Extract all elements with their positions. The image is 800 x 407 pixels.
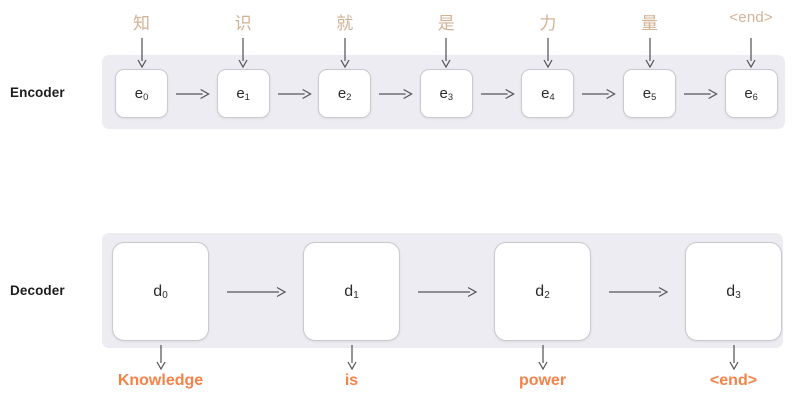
encoder-cell-e6[interactable]: e6 (724, 69, 778, 118)
encoder-input-token-0: 知 (133, 14, 150, 33)
encoder-cell-label: e3 (439, 85, 454, 103)
encoder-cell-e4[interactable]: e4 (521, 69, 575, 118)
decoder-output-word-0: Knowledge (117, 372, 204, 389)
encoder-cell-label: e2 (337, 85, 352, 103)
encoder-cell-label: e5 (642, 85, 657, 103)
encoder-input-token-3: 是 (437, 14, 455, 33)
encoder-input-token-1: 识 (234, 14, 252, 33)
encoder-cell-e1[interactable]: e1 (216, 69, 270, 118)
decoder-cell-d2[interactable]: d2 (494, 242, 591, 341)
encoder-cell-e2[interactable]: e2 (318, 69, 372, 118)
decoder-cell-label: d2 (535, 282, 550, 301)
encoder-cell-e5[interactable]: e5 (623, 69, 676, 118)
encoder-cell-label: e4 (541, 85, 555, 103)
encoder-input-token-6: <end> (729, 9, 773, 26)
decoder-cell-label: d1 (344, 282, 359, 301)
encoder-cell-e0[interactable]: e0 (115, 69, 168, 118)
decoder-output-arrow-down-icon-0 (154, 345, 168, 371)
encoder-input-token-5: 量 (641, 14, 658, 33)
decoder-output-word-1: is (344, 372, 359, 389)
decoder-row-label: Decoder (10, 283, 65, 298)
encoder-input-token-4: 力 (539, 14, 557, 33)
encoder-cell-label: e0 (134, 85, 149, 103)
decoder-band (102, 233, 783, 348)
decoder-output-word-2: power (518, 372, 567, 389)
encoder-row-label: Encoder (10, 85, 65, 100)
encoder-input-token-2: 就 (336, 14, 354, 33)
decoder-output-arrow-down-icon-1 (345, 345, 359, 371)
decoder-cell-label: d3 (726, 282, 741, 301)
encoder-cell-label: e1 (236, 85, 250, 103)
decoder-cell-d1[interactable]: d1 (303, 242, 400, 341)
encoder-cell-e3[interactable]: e3 (419, 69, 473, 118)
encoder-cell-label: e6 (744, 85, 758, 103)
decoder-output-arrow-down-icon-3 (727, 345, 741, 371)
decoder-cell-d3[interactable]: d3 (685, 242, 782, 341)
decoder-output-arrow-down-icon-2 (536, 345, 550, 371)
decoder-cell-d0[interactable]: d0 (112, 242, 209, 341)
decoder-cell-label: d0 (153, 282, 168, 301)
decoder-output-word-3: <end> (709, 372, 758, 389)
